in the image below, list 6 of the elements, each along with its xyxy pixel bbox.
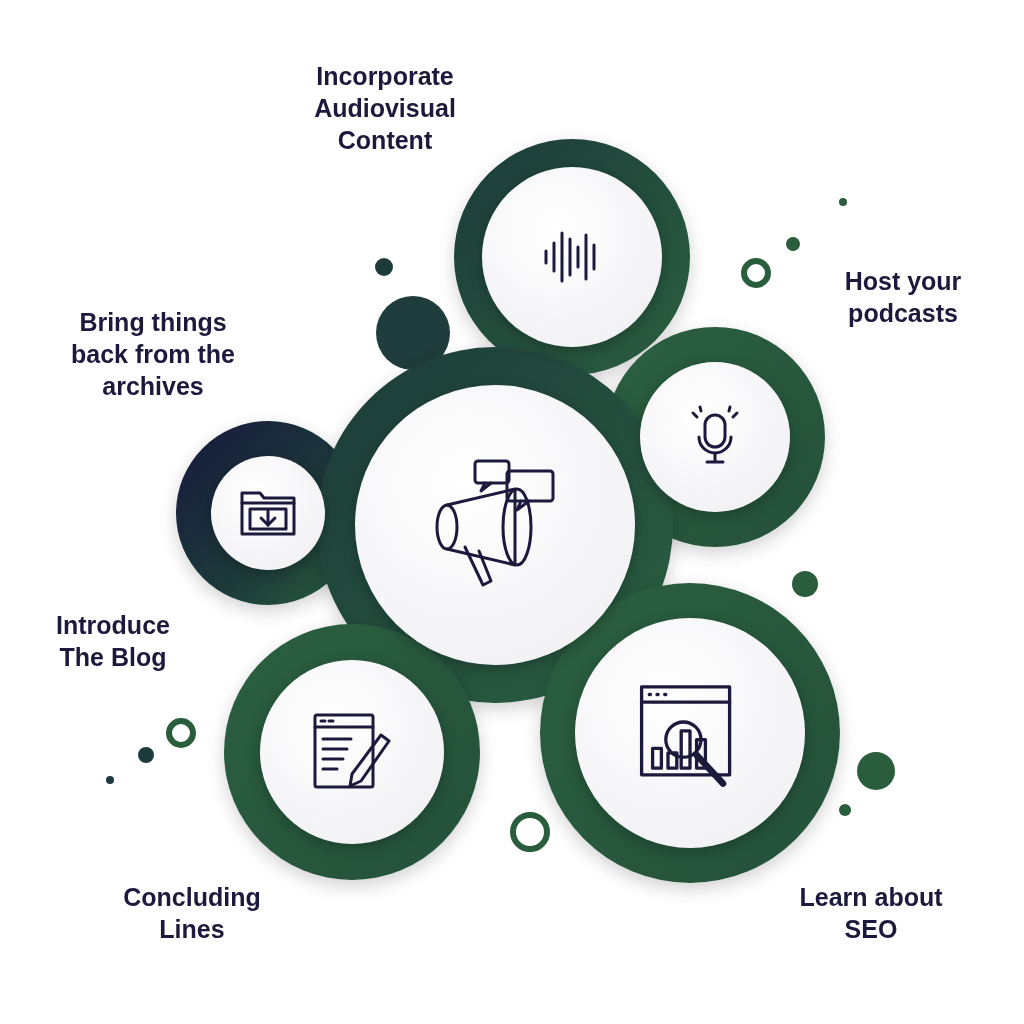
step-label: Bring things back from the archives [70, 307, 236, 402]
step-label: Introduce The Blog [55, 610, 171, 673]
step-label: Host your podcasts [843, 266, 963, 329]
step-label: Incorporate Audiovisual Content [313, 61, 457, 156]
step-label: Concluding Lines [122, 882, 262, 945]
step-label: Learn about SEO [798, 882, 944, 945]
